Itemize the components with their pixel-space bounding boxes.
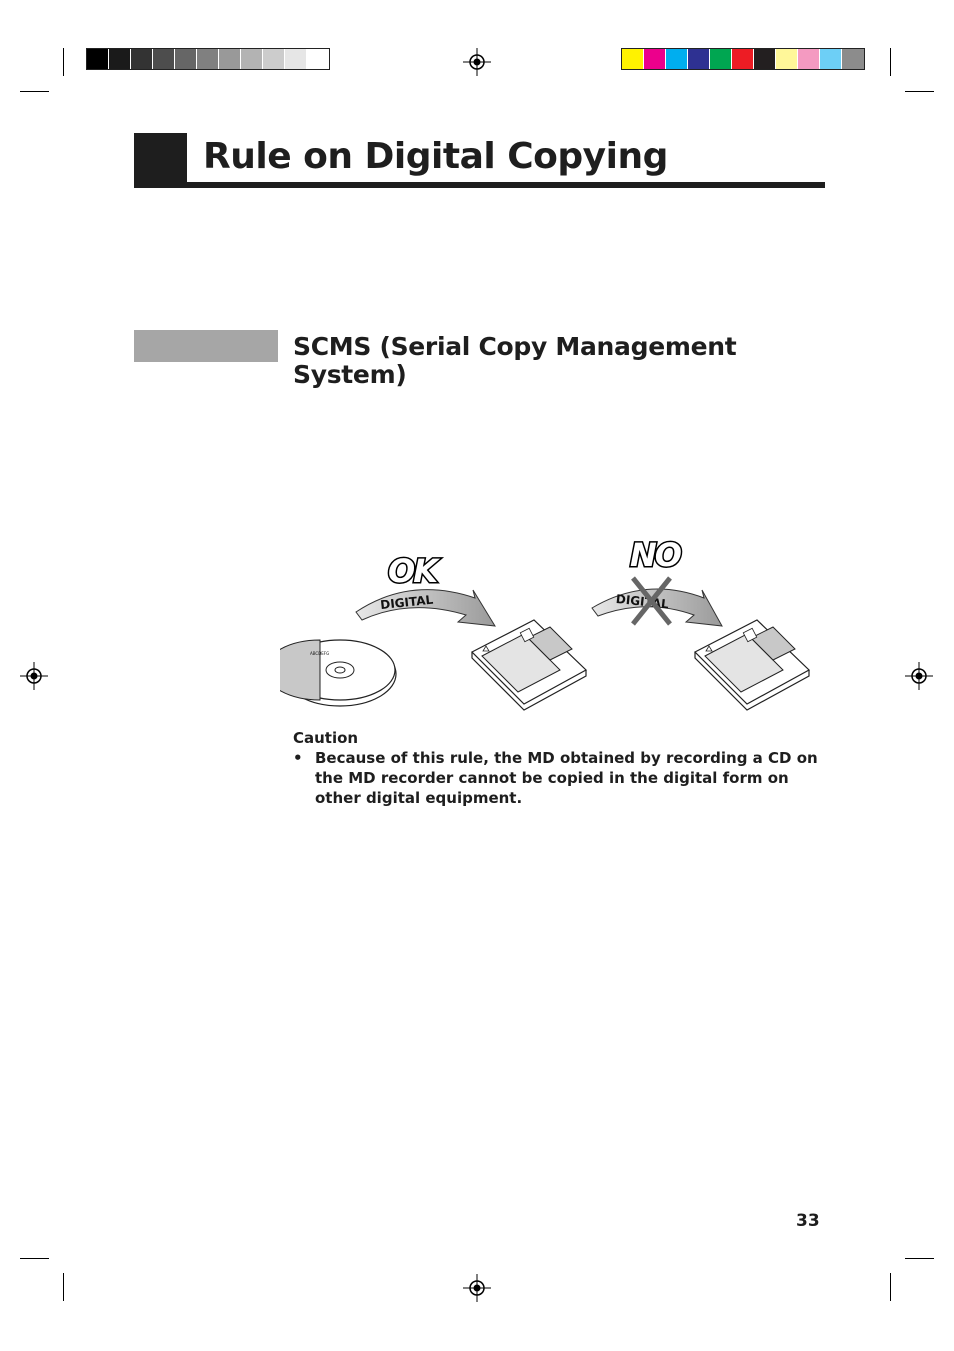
grayscale-swatch xyxy=(109,49,131,69)
no-arrow-icon xyxy=(591,588,723,627)
crop-mark-bottom-left-v xyxy=(63,1273,64,1301)
cross-out-x-icon xyxy=(631,576,672,626)
color-swatch xyxy=(842,49,864,69)
color-swatch xyxy=(710,49,732,69)
section-title: SCMS (Serial Copy Management System) xyxy=(293,332,737,389)
scms-illustration: OK DIGITAL ABCDEFG NO DIGITAL xyxy=(280,536,811,711)
grayscale-calibration-bar xyxy=(86,48,330,70)
ok-arrow-label: DIGITAL xyxy=(380,593,434,612)
crop-mark-bottom-left-h xyxy=(20,1258,49,1259)
color-swatch xyxy=(732,49,754,69)
color-swatch xyxy=(754,49,776,69)
color-swatch xyxy=(776,49,798,69)
registration-mark-bottom-icon xyxy=(463,1274,491,1302)
minidisc-copy-icon xyxy=(693,619,811,711)
grayscale-swatch xyxy=(241,49,263,69)
caution-item: • Because of this rule, the MD obtained … xyxy=(293,748,823,808)
caution-list: • Because of this rule, the MD obtained … xyxy=(293,748,823,808)
grayscale-swatch xyxy=(263,49,285,69)
crop-mark-top-right-v xyxy=(890,48,891,76)
title-marker-block xyxy=(134,133,187,188)
registration-mark-left-icon xyxy=(20,662,48,690)
grayscale-swatch xyxy=(153,49,175,69)
color-swatch xyxy=(798,49,820,69)
grayscale-swatch xyxy=(219,49,241,69)
grayscale-swatch xyxy=(285,49,307,69)
crop-mark-bottom-right-v xyxy=(890,1273,891,1301)
caution-item-text: Because of this rule, the MD obtained by… xyxy=(315,749,818,807)
cd-disc-icon xyxy=(280,639,397,707)
crop-mark-top-right-h xyxy=(905,91,934,92)
section-marker-bar xyxy=(134,330,278,362)
bullet-icon: • xyxy=(293,749,303,767)
grayscale-swatch xyxy=(87,49,109,69)
title-underline xyxy=(134,182,825,188)
ok-label: OK xyxy=(388,552,440,590)
page-title: Rule on Digital Copying xyxy=(203,136,668,177)
caution-heading: Caution xyxy=(293,729,359,747)
color-swatch xyxy=(644,49,666,69)
page-number: 33 xyxy=(796,1211,820,1231)
registration-mark-right-icon xyxy=(905,662,933,690)
crop-mark-top-left-h xyxy=(20,91,49,92)
registration-mark-top-icon xyxy=(463,48,491,76)
crop-mark-top-left-v xyxy=(63,48,64,76)
color-swatch xyxy=(666,49,688,69)
ok-arrow-icon xyxy=(355,589,496,627)
grayscale-swatch xyxy=(307,49,329,69)
grayscale-swatch xyxy=(175,49,197,69)
grayscale-swatch xyxy=(131,49,153,69)
color-calibration-bar xyxy=(621,48,865,70)
color-swatch xyxy=(688,49,710,69)
crop-mark-bottom-right-h xyxy=(905,1258,934,1259)
no-label: NO xyxy=(630,536,682,574)
color-swatch xyxy=(820,49,842,69)
color-swatch xyxy=(622,49,644,69)
cd-label: ABCDEFG xyxy=(310,651,329,656)
minidisc-icon xyxy=(470,619,588,711)
grayscale-swatch xyxy=(197,49,219,69)
